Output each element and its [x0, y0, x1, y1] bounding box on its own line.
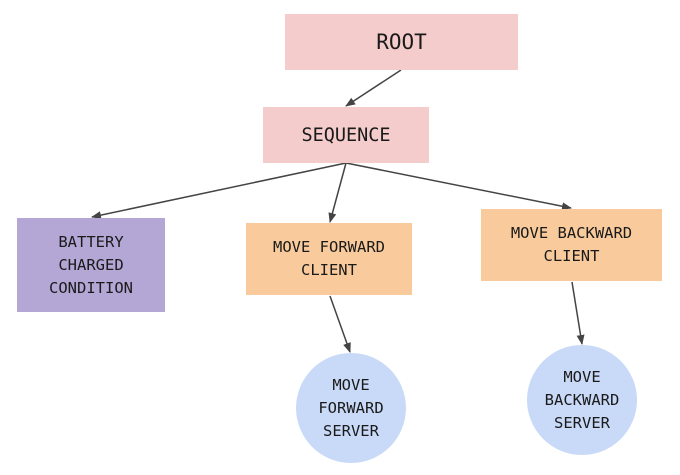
edge-move-backward-client-to-server: [571, 281, 585, 345]
move-backward-client-node: MOVE BACKWARD CLIENT: [481, 209, 662, 281]
edge-sequence-to-battery: [91, 162, 347, 220]
edge-sequence-to-move-forward-client: [328, 162, 347, 223]
move-backward-server-node: MOVE BACKWARD SERVER: [527, 345, 637, 455]
battery-charged-condition-node: BATTERY CHARGED CONDITION: [17, 218, 165, 312]
edge-root-to-sequence: [345, 69, 402, 107]
move-forward-server-node: MOVE FORWARD SERVER: [296, 353, 406, 463]
root-node: ROOT: [285, 14, 518, 70]
edge-sequence-to-move-backward-client: [345, 162, 572, 211]
sequence-node: SEQUENCE: [263, 107, 429, 163]
edge-move-forward-client-to-server: [329, 295, 351, 353]
move-forward-client-node: MOVE FORWARD CLIENT: [246, 223, 412, 295]
